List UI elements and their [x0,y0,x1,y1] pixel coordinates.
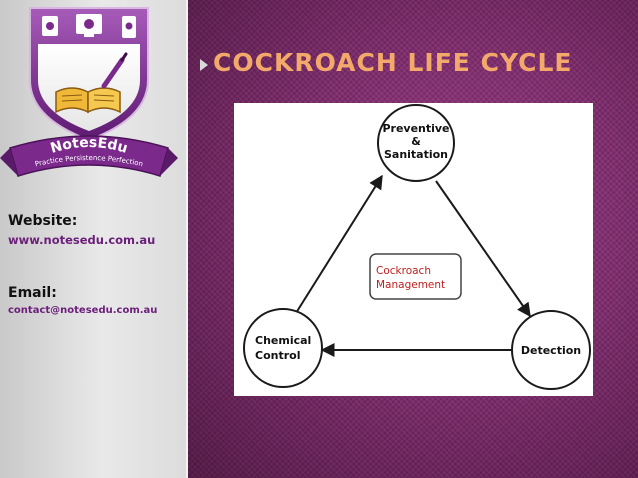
node-preventive-sanitation: Preventive & Sanitation [377,104,455,182]
center-line-1: Cockroach [376,265,431,277]
edge-preventive-to-detection [435,180,531,318]
slide-title: COCKROACH LIFE CYCLE [213,48,573,77]
node-chemical-control: Chemical Control [243,308,323,388]
email-link[interactable]: contact@notesedu.com.au [8,305,158,316]
life-cycle-diagram: Preventive & Sanitation Detection Chemic… [234,103,593,396]
notesedu-logo: NotesEdu Practice Persistence Perfection [0,7,178,177]
node-chemical-line-2: Control [255,349,300,362]
center-cockroach-management: Cockroach Management [369,253,462,300]
edge-chemical-to-preventive [295,174,383,314]
device-icons [42,14,136,38]
website-link[interactable]: www.notesedu.com.au [8,233,156,247]
node-preventive-line-3: Sanitation [384,148,448,161]
node-preventive-line-1: Preventive [382,122,449,135]
book-icon [55,87,121,114]
center-line-2: Management [376,279,445,291]
node-detection-label: Detection [521,344,581,357]
title-bullet-icon [200,59,208,71]
email-label: Email: [8,285,57,301]
diagram-canvas: Preventive & Sanitation Detection Chemic… [243,104,591,390]
node-chemical-line-1: Chemical [255,334,311,347]
node-preventive-line-2: & [411,135,421,148]
website-label: Website: [8,213,78,229]
panel-divider [186,0,188,478]
logo-brand-text: NotesEdu [49,135,130,157]
pen-icon [101,52,128,89]
node-detection: Detection [511,310,591,390]
